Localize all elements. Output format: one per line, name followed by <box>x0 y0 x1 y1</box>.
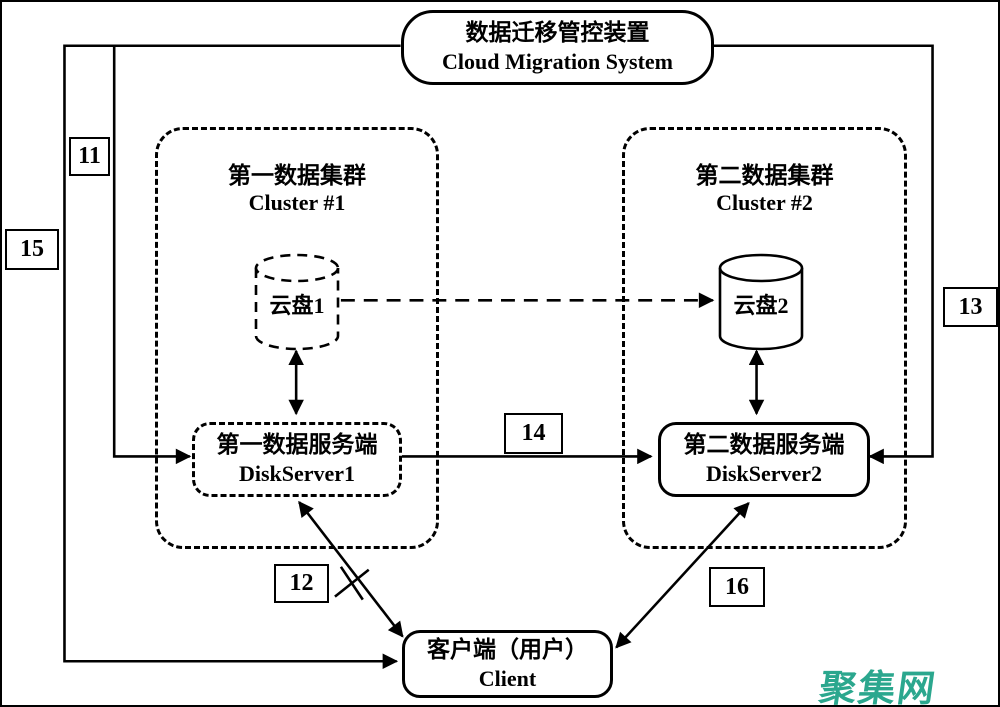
client-label-en: Client <box>478 665 537 691</box>
disk-server-1-label-zh: 第一数据服务端 <box>216 432 378 458</box>
watermark-text: 聚集网 <box>816 668 940 707</box>
cluster-2-title-en: Cluster #2 <box>716 190 813 215</box>
cloud-disk-1-node: 云盘1 <box>252 252 342 352</box>
cluster-1-title: 第一数据集群 Cluster #1 <box>158 156 436 216</box>
disk-server-1-label-en: DiskServer1 <box>238 461 356 487</box>
ref-label-13: 13 <box>943 287 998 327</box>
disk-server-2-node: 第二数据服务端 DiskServer2 <box>658 422 870 497</box>
cloud-disk-2-label: 云盘2 <box>733 293 789 318</box>
connector-16 <box>615 502 750 649</box>
cluster-2-title-zh: 第二数据集群 <box>695 163 834 188</box>
cloud-disk-2-node: 云盘2 <box>716 252 806 352</box>
connector-15 <box>63 44 401 670</box>
connector-13 <box>710 44 934 465</box>
client-label-zh: 客户端（用户） <box>427 636 588 662</box>
cloud-migration-system-label-en: Cloud Migration System <box>442 49 673 75</box>
cluster-1-box: 第一数据集群 Cluster #1 <box>155 127 439 549</box>
cloud-migration-system-node: 数据迁移管控装置 Cloud Migration System <box>401 10 714 85</box>
disk-server-2-label-en: DiskServer2 <box>705 461 823 487</box>
ref-label-16: 16 <box>709 567 765 607</box>
cloud-migration-system-label-zh: 数据迁移管控装置 <box>465 20 650 46</box>
cluster-1-title-en: Cluster #1 <box>248 190 346 215</box>
cluster-2-title: 第二数据集群 Cluster #2 <box>625 156 904 216</box>
cluster-2-box: 第二数据集群 Cluster #2 <box>622 127 907 549</box>
disk-server-1-node: 第一数据服务端 DiskServer1 <box>192 422 402 497</box>
cloud-disk-1-label: 云盘1 <box>269 293 325 318</box>
disk-server-2-label-zh: 第二数据服务端 <box>683 432 845 458</box>
cylinder-solid-shape <box>718 253 804 351</box>
cluster-1-title-zh: 第一数据集群 <box>228 163 366 188</box>
ref-label-12: 12 <box>274 564 329 603</box>
connector-12-break-stroke2 <box>334 568 370 598</box>
client-node: 客户端（用户） Client <box>402 630 613 698</box>
cylinder-dashed-shape <box>254 253 340 351</box>
ref-label-14: 14 <box>504 413 563 454</box>
ref-label-15: 15 <box>5 229 59 270</box>
connector-12 <box>298 500 404 638</box>
ref-label-11: 11 <box>69 137 110 176</box>
